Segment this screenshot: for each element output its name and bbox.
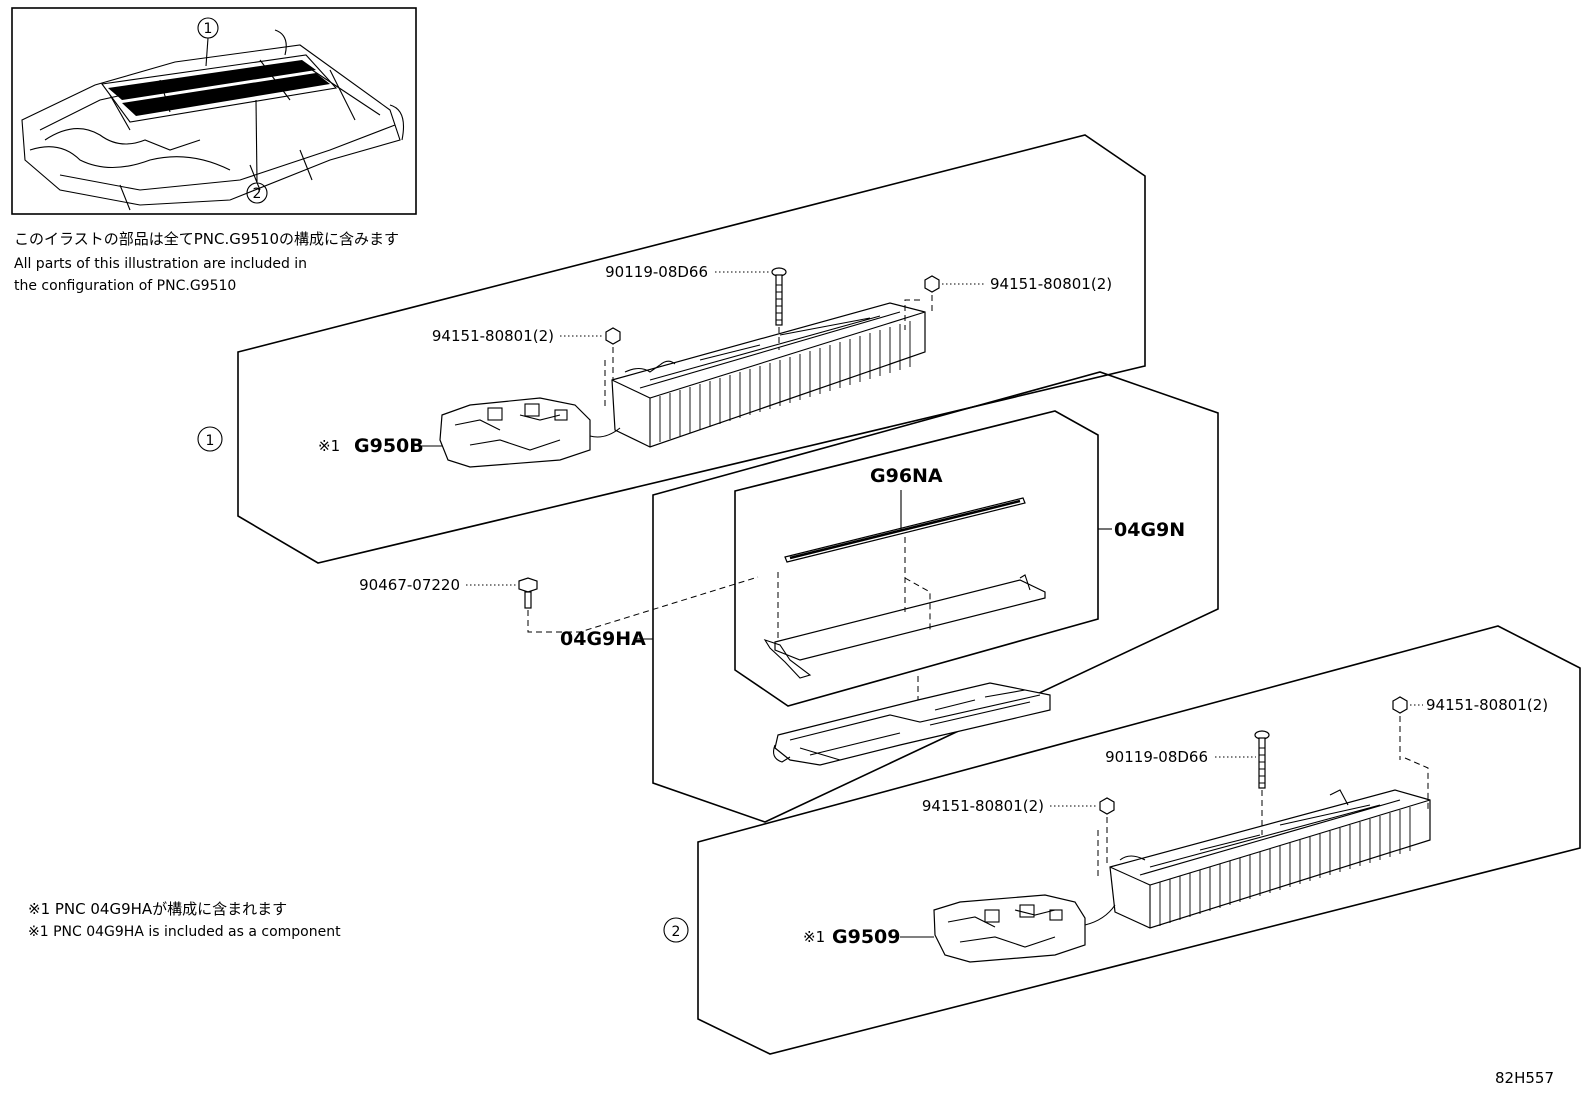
group-2-battery-stack-drawing bbox=[1109, 789, 1431, 929]
group-2-nut-left-label: 94151-80801(2) bbox=[922, 797, 1044, 815]
inset-battery-tray-drawing bbox=[21, 29, 405, 211]
group-2-nut-right-drawing bbox=[1392, 696, 1408, 714]
sub-group-code: 04G9N bbox=[1114, 519, 1185, 541]
group-2-frame bbox=[697, 625, 1581, 1055]
group-2: 2 90119-08D66 94151-80801(2) bbox=[663, 625, 1581, 1055]
group-1: 1 90119-08D66 9 bbox=[197, 134, 1146, 564]
inset-callout-2: 2 bbox=[253, 186, 262, 202]
inset-note-en-line1: All parts of this illustration are inclu… bbox=[14, 256, 307, 272]
group-2-callout: 2 bbox=[672, 924, 681, 940]
footnote-en: ※1 PNC 04G9HA is included as a component bbox=[28, 924, 341, 940]
group-1-frame bbox=[237, 134, 1146, 564]
seal-code: G96NA bbox=[870, 465, 943, 487]
group-mid: G96NA 90467-07220 04G9HA 04G9N bbox=[359, 371, 1219, 823]
retainer-plate-drawing bbox=[763, 574, 1046, 679]
inset-note-en-line2: the configuration of PNC.G9510 bbox=[14, 278, 236, 294]
group-1-nut-right-drawing bbox=[924, 275, 940, 293]
group-1-ecu-module-drawing bbox=[439, 397, 621, 468]
footnote-ja: ※1 PNC 04G9HAが構成に含まれます bbox=[28, 900, 287, 918]
group-1-callout: 1 bbox=[206, 433, 215, 449]
group-2-module-prefix: ※1 bbox=[803, 928, 825, 946]
inset-overview: 1 2 bbox=[11, 7, 417, 215]
bracket-drawing bbox=[773, 682, 1051, 766]
seal-strip-drawing bbox=[784, 497, 1026, 563]
group-2-bolt-label: 90119-08D66 bbox=[1105, 748, 1208, 766]
group-1-module-code: G950B bbox=[354, 435, 424, 457]
inset-frame bbox=[11, 7, 417, 215]
group-1-bolt-label: 90119-08D66 bbox=[605, 263, 708, 281]
group-2-nut-right-label: 94151-80801(2) bbox=[1426, 696, 1548, 714]
group-1-nut-left-drawing bbox=[605, 327, 621, 345]
group-1-battery-stack-drawing bbox=[611, 302, 926, 448]
bracket-group-frame bbox=[652, 371, 1219, 823]
group-2-bolt-drawing bbox=[1254, 730, 1270, 789]
screw-drawing bbox=[518, 577, 538, 609]
figure-id: 82H557 bbox=[1495, 1069, 1554, 1087]
group-2-module-code: G9509 bbox=[832, 926, 900, 948]
inset-note-ja: このイラストの部品は全てPNC.G9510の構成に含みます bbox=[14, 230, 399, 248]
group-2-ecu-module-drawing bbox=[933, 894, 1116, 963]
screw-label: 90467-07220 bbox=[359, 576, 460, 594]
sub-group-frame bbox=[734, 410, 1099, 707]
group-1-nut-left-label: 94151-80801(2) bbox=[432, 327, 554, 345]
bracket-code: 04G9HA bbox=[560, 628, 646, 650]
inset-callout-1: 1 bbox=[204, 21, 213, 37]
group-2-nut-left-drawing bbox=[1099, 797, 1115, 815]
group-1-module-prefix: ※1 bbox=[318, 437, 340, 455]
group-1-bolt-drawing bbox=[771, 267, 787, 326]
group-1-nut-right-label: 94151-80801(2) bbox=[990, 275, 1112, 293]
